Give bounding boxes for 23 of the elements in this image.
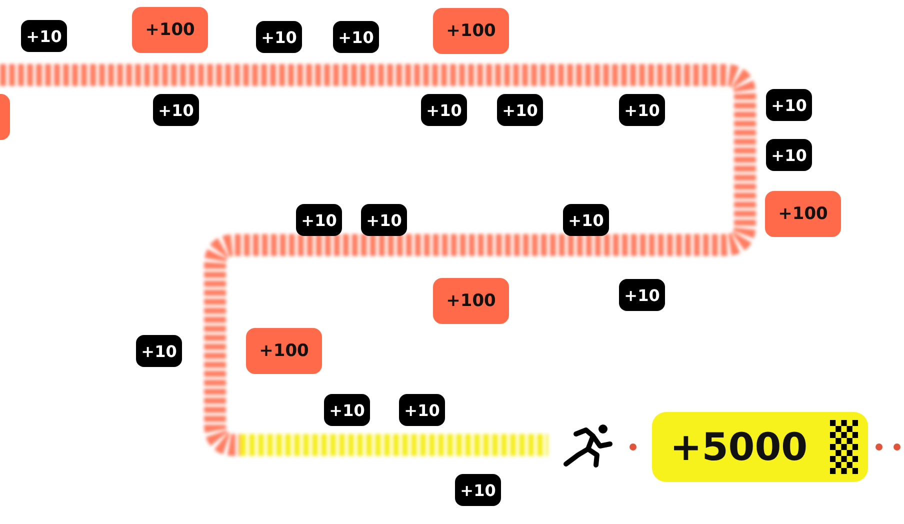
bonus-badge: +100 xyxy=(433,8,509,54)
points-badge: +10 xyxy=(296,204,342,236)
points-badge: +10 xyxy=(619,94,665,126)
points-badge: +10 xyxy=(399,394,445,426)
points-badge: +10 xyxy=(324,394,370,426)
points-badge: +10 xyxy=(766,89,812,121)
bonus-badge: +100 xyxy=(433,278,509,324)
bonus-badge: +100 xyxy=(765,191,841,237)
points-badge: +10 xyxy=(421,94,467,126)
reward-value: +5000 xyxy=(670,425,808,469)
bonus-badge: +100 xyxy=(246,328,322,374)
points-badge: +10 xyxy=(619,279,665,311)
points-badge: +10 xyxy=(136,335,182,367)
points-badge: +10 xyxy=(563,204,609,236)
points-badge: +10 xyxy=(256,21,302,53)
points-badge: +10 xyxy=(766,139,812,171)
points-badge: +10 xyxy=(361,204,407,236)
points-badge: +10 xyxy=(153,94,199,126)
points-badge: +10 xyxy=(333,21,379,53)
points-badge: +10 xyxy=(497,94,543,126)
bonus-badge: +100 xyxy=(132,7,208,53)
points-badge: +10 xyxy=(21,20,67,52)
points-badge: +10 xyxy=(455,474,501,506)
